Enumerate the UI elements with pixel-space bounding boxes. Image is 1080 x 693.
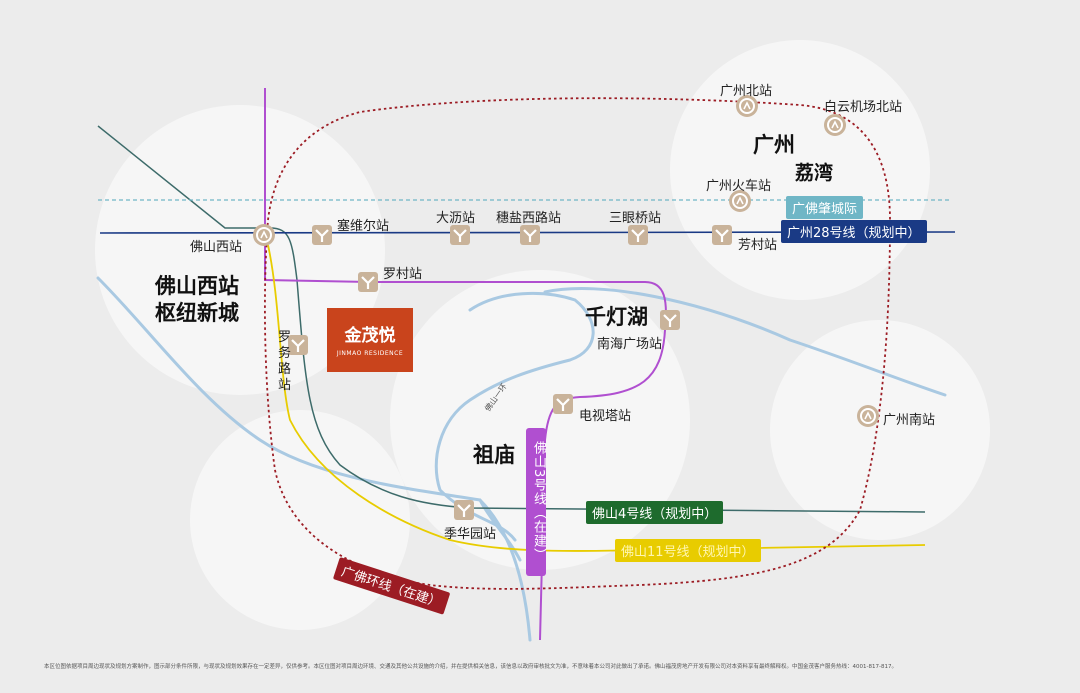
station-label-luocun: 罗村站: [383, 267, 423, 282]
guangfo-ring-line: [264, 97, 891, 590]
district-label-zumiao: 祖庙: [473, 443, 515, 467]
station-label-dali: 大沥站: [436, 211, 476, 226]
station-label-jihuayuan: 季华园站: [444, 527, 497, 542]
metro-station-icon: [358, 272, 378, 292]
rail-station-icon: [729, 190, 751, 212]
rail-station-icon: [736, 95, 758, 117]
line-badge-fs3: 佛山3号线（在建）: [526, 428, 546, 576]
metro-stations: [288, 225, 732, 520]
metro-station-icon: [660, 310, 680, 330]
project-sub: JINMAO RESIDENCE: [336, 350, 404, 357]
station-label-nanhai-guangchang: 南海广场站: [597, 337, 663, 352]
station-label-fangcun: 芳村站: [738, 238, 778, 253]
station-label-sanyanqiao: 三眼桥站: [609, 211, 662, 226]
metro-station-icon: [312, 225, 332, 245]
district-label-foshan-west-2: 枢纽新城: [155, 301, 239, 325]
footer-disclaimer: 本区位图依据项目周边现状及规划方案制作，图示部分条件所限，与现状及规划效果存在一…: [44, 664, 897, 670]
rail-station-icon: [824, 114, 846, 136]
rail-station-icon: [253, 224, 275, 246]
station-label-foshan-xi: 佛山西站: [190, 240, 243, 255]
line-badge-fs11: 佛山11号线（规划中）: [615, 539, 761, 562]
station-label-saiweier: 塞维尔站: [337, 219, 390, 234]
station-label-suiyanxilu: 穗盐西路站: [496, 211, 562, 226]
metro-station-icon: [628, 225, 648, 245]
line-badge-guangfo-zhaocheng: 广佛肇城际: [786, 196, 864, 219]
station-label-baiyun-jichang-bei: 白云机场北站: [824, 100, 903, 115]
district-label-qiandenghu: 千灯湖: [585, 305, 648, 329]
district-label-liwan: 荔湾: [795, 162, 834, 184]
line-badge-fs4: 佛山4号线（规划中）: [586, 501, 724, 524]
metro-station-icon: [288, 335, 308, 355]
district-label-guangzhou: 广州: [753, 133, 795, 157]
metro-station-icon: [520, 225, 540, 245]
metro-station-icon: [450, 225, 470, 245]
project-name: 金茂悦: [344, 326, 396, 346]
district-label-foshan-west-1: 佛山西站: [155, 274, 239, 298]
station-label-guangzhou-bei: 广州北站: [720, 84, 773, 99]
metro-station-icon: [553, 394, 573, 414]
teal-line: [97, 125, 926, 513]
station-label-guangzhou-huoche: 广州火车站: [706, 179, 772, 194]
metro-station-icon: [454, 500, 474, 520]
project-logo: 金茂悦 JINMAO RESIDENCE: [327, 308, 413, 372]
rail-station-icon: [857, 405, 879, 427]
station-label-luowulu: 罗务路站: [278, 330, 292, 393]
station-label-dianshita: 电视塔站: [579, 409, 632, 424]
station-label-guangzhou-nan: 广州南站: [883, 413, 936, 428]
rail-stations: [253, 95, 879, 427]
line-badge-gz28: 广州28号线（规划中）: [781, 220, 927, 243]
metro-station-icon: [712, 225, 732, 245]
